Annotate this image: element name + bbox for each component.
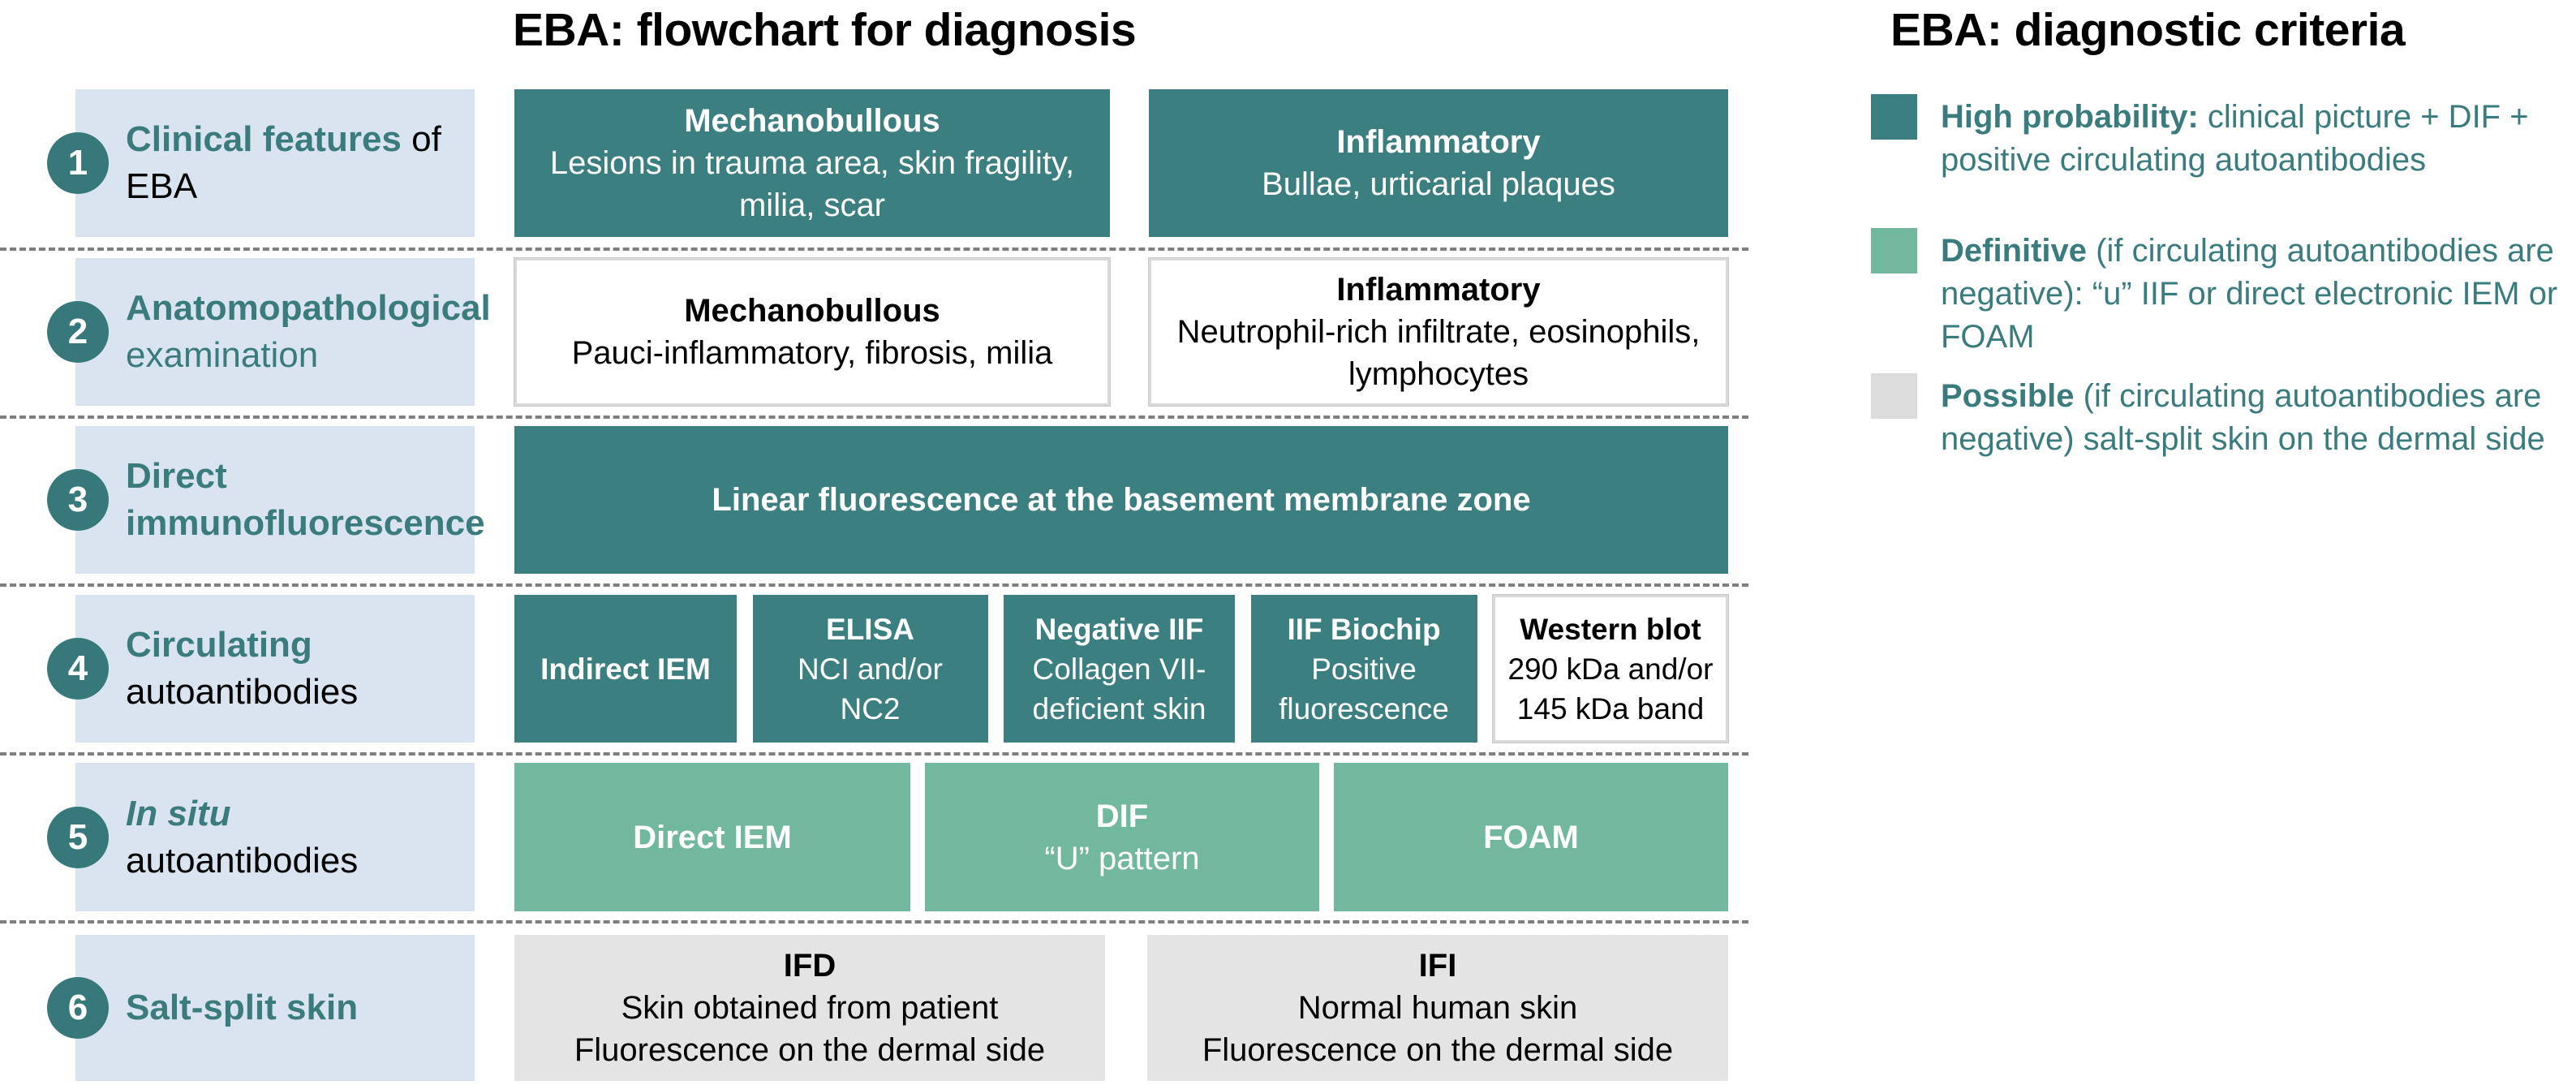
step-label: Anatomopathological examination (75, 258, 491, 406)
flowchart-title: EBA: flowchart for diagnosis (513, 4, 1137, 56)
flow-box-western-blot: Western blot 290 kDa and/or 145 kDa band (1493, 595, 1728, 743)
flow-box-inflammatory-clinical: Inflammatory Bullae, urticarial plaques (1149, 89, 1728, 237)
step-number-badge: 1 (47, 132, 109, 194)
row-separator (0, 752, 1748, 756)
row-separator (0, 415, 1748, 419)
row-separator (0, 920, 1748, 924)
step-label-accent: Anatomopathological (126, 288, 491, 328)
flow-box-ifd: IFD Skin obtained from patient Fluoresce… (514, 935, 1105, 1081)
criteria-title: EBA: diagnostic criteria (1890, 4, 2406, 56)
flowchart-row-in-situ-autoantibodies: 5 In situ autoantibodies Direct IEM DIF … (0, 763, 1748, 911)
flow-box-indirect-iem: Indirect IEM (514, 595, 737, 743)
legend-item-high-probability: High probability: clinical picture + DIF… (1941, 99, 2529, 178)
step-label-accent: Clinical features (126, 119, 402, 159)
flow-box-mechanobullous-clinical: Mechanobullous Lesions in trauma area, s… (514, 89, 1110, 237)
step-label-accent: Direct (126, 456, 227, 496)
flowchart-row-anatomopathological: 2 Anatomopathological examination Mechan… (0, 258, 1748, 406)
flowchart-row-circulating-autoantibodies: 4 Circulating autoantibodies Indirect IE… (0, 595, 1748, 743)
flow-box-iif-biochip: IIF Biochip Positive fluorescence (1250, 595, 1477, 743)
step-label-accent: Salt-split skin (126, 988, 359, 1027)
step-label: Salt-split skin (75, 935, 475, 1081)
legend-item-possible: Possible (if circulating autoantibodies … (1941, 378, 2545, 457)
step-label: Clinical features of EBA (75, 89, 475, 237)
step-label: In situ autoantibodies (75, 763, 475, 911)
flow-box-negative-iif: Negative IIF Collagen VII- deficient ski… (1004, 595, 1235, 743)
flow-box-elisa: ELISA NCI and/or NC2 (752, 595, 988, 743)
step-number-badge: 6 (47, 977, 109, 1039)
step-label-plain: examination (126, 335, 319, 375)
flow-box-direct-iem: Direct IEM (514, 763, 910, 911)
flow-box-mechanobullous-histology: Mechanobullous Pauci-inflammatory, fibro… (514, 258, 1110, 406)
step-label-accent: In situ (126, 793, 231, 833)
flow-box-foam: FOAM (1334, 763, 1728, 911)
legend-item-definitive: Definitive (if circulating autoantibodie… (1941, 233, 2558, 355)
flowchart-row-salt-split-skin: 6 Salt-split skin IFD Skin obtained from… (0, 935, 1748, 1081)
row-separator (0, 248, 1748, 251)
step-label-accent: Circulating (126, 625, 312, 665)
row-separator (0, 583, 1748, 587)
step-label-plain: EBA (126, 166, 198, 206)
legend-swatch-possible (1871, 373, 1917, 419)
step-number-badge: 5 (47, 806, 109, 868)
flowchart-row-direct-immunofluorescence: 3 Direct immunofluorescence Linear fluor… (0, 426, 1748, 574)
step-label-plain: autoantibodies (126, 840, 359, 880)
legend-swatch-high-probability (1871, 94, 1917, 140)
flowchart-row-clinical-features: 1 Clinical features of EBA Mechanobullou… (0, 89, 1748, 237)
flow-box-ifi: IFI Normal human skin Fluorescence on th… (1147, 935, 1728, 1081)
step-label-plain: of (401, 119, 441, 159)
step-label: Circulating autoantibodies (75, 595, 475, 743)
flow-box-dif-u-pattern: DIF “U” pattern (925, 763, 1319, 911)
step-label-plain: autoantibodies (126, 672, 359, 712)
step-label-accent: immunofluorescence (126, 503, 485, 543)
step-number-badge: 4 (47, 638, 109, 700)
step-number-badge: 2 (47, 301, 109, 363)
legend-swatch-definitive (1871, 228, 1917, 273)
flow-box-linear-fluorescence: Linear fluorescence at the basement memb… (514, 426, 1728, 574)
step-label: Direct immunofluorescence (75, 426, 485, 574)
flow-box-inflammatory-histology: Inflammatory Neutrophil-rich infiltrate,… (1149, 258, 1728, 406)
step-number-badge: 3 (47, 469, 109, 531)
